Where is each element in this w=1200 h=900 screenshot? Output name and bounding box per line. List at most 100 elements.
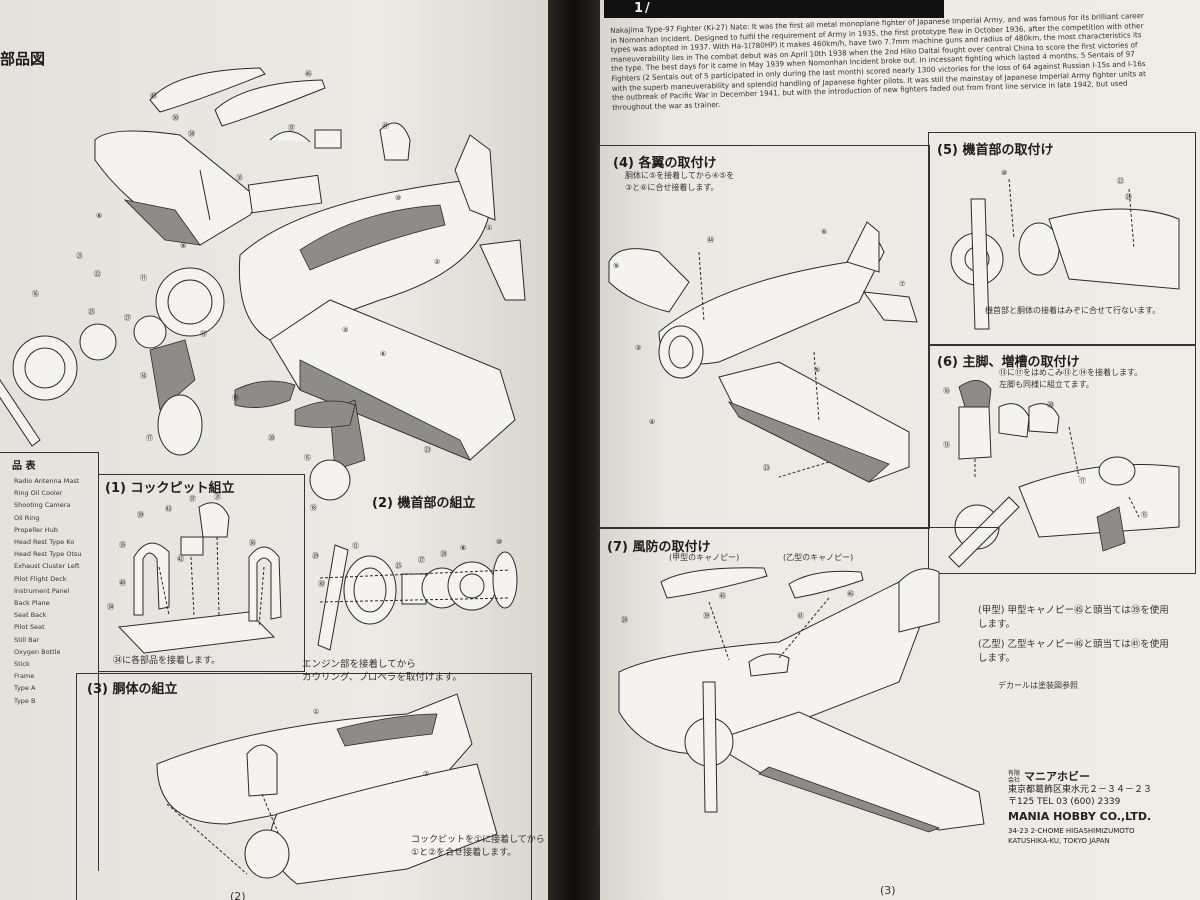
step-2-title: (2) 機首部の組立 bbox=[372, 496, 476, 511]
svg-text:㊻: ㊻ bbox=[847, 590, 854, 598]
wing-attachment-diagram: ㊹⑥ ⑦③ ⑤④ ㉓⑨ bbox=[608, 221, 918, 483]
svg-text:㊲: ㊲ bbox=[288, 124, 295, 132]
company-tel: 〒125 TEL 03 (600) 2339 bbox=[1008, 797, 1121, 807]
svg-text:⑨: ⑨ bbox=[613, 262, 619, 270]
svg-text:㊹: ㊹ bbox=[707, 236, 714, 244]
svg-text:⑩: ⑩ bbox=[496, 538, 502, 546]
canopy-type-a-label: (甲型のキャノピー) bbox=[669, 553, 740, 562]
instruction-type-a-text: 甲型キャノピー㊺と頭当ては㊴を使用 します。 bbox=[978, 605, 1169, 630]
svg-text:㉔: ㉔ bbox=[621, 616, 628, 624]
svg-text:②: ② bbox=[434, 258, 440, 266]
svg-text:㉔: ㉔ bbox=[1125, 193, 1132, 201]
cowling-ring bbox=[343, 555, 397, 625]
svg-text:⑫: ⑫ bbox=[352, 542, 359, 550]
svg-text:⑰: ⑰ bbox=[146, 434, 153, 442]
parts-list-row: Frame bbox=[14, 672, 35, 681]
step-3-title: (3) 胴体の組立 bbox=[87, 682, 178, 697]
tail bbox=[846, 221, 880, 273]
cowling-part bbox=[12, 335, 78, 401]
canopy-type-b-label: (乙型のキャノピー) bbox=[783, 553, 854, 562]
step-3-note: コックピットを①に接着してから ①と②を合せ接着します。 bbox=[411, 835, 545, 858]
company-name-en: MANIA HOBBY CO.,LTD. bbox=[1008, 810, 1152, 823]
decal-note: デカールは塗装図参照 bbox=[998, 681, 1078, 690]
aircraft-wing bbox=[707, 711, 985, 831]
parts-list-row: Propeller Hub bbox=[14, 525, 58, 534]
aircraft-propeller bbox=[702, 681, 718, 813]
parts-diagram-heading: 部品図 bbox=[0, 50, 46, 68]
svg-text:①: ① bbox=[313, 708, 319, 716]
step-7-instructions: (甲型) 甲型キャノピー㊺と頭当ては㊴を使用 します。 (乙型) 乙型キャノピー… bbox=[978, 604, 1196, 691]
svg-text:㊴: ㊴ bbox=[137, 511, 144, 519]
svg-text:⑩: ⑩ bbox=[395, 194, 401, 202]
fuselage-assembly-diagram: ①② bbox=[156, 693, 498, 885]
svg-text:①: ① bbox=[486, 224, 492, 232]
svg-text:㉛: ㉛ bbox=[214, 493, 221, 501]
engine-part bbox=[155, 267, 225, 337]
svg-text:㊳: ㊳ bbox=[188, 130, 195, 138]
svg-text:㊴: ㊴ bbox=[703, 612, 710, 620]
step-2-note: エンジン部を接着してから カウリング、プロペラを取付けます。 bbox=[302, 659, 462, 683]
svg-text:㉓: ㉓ bbox=[424, 446, 431, 454]
svg-text:⑰: ⑰ bbox=[1079, 477, 1086, 485]
parts-list-title: 品 表 bbox=[12, 461, 36, 472]
svg-text:㉘: ㉘ bbox=[440, 550, 447, 558]
svg-text:③: ③ bbox=[635, 344, 641, 352]
step-1-title: (1) コックピット組立 bbox=[105, 481, 235, 496]
svg-text:㊺: ㊺ bbox=[719, 592, 726, 600]
tail-fin bbox=[454, 134, 496, 221]
instruction-type-b-text: 乙型キャノピー㊻と頭当ては㊶を使用 します。 bbox=[978, 639, 1169, 664]
left-page-number: (2) bbox=[230, 890, 246, 900]
instruction-type-a: (甲型) 甲型キャノピー㊺と頭当ては㊴を使用 します。 bbox=[978, 604, 1196, 632]
svg-text:㊷: ㊷ bbox=[177, 555, 184, 563]
svg-text:⑥: ⑥ bbox=[821, 228, 827, 236]
instruction-type-a-tag: (甲型) bbox=[978, 605, 1005, 616]
svg-text:㉑: ㉑ bbox=[76, 252, 83, 260]
svg-text:㉓: ㉓ bbox=[763, 464, 770, 472]
parts-list-row: Ring Oil Cooler bbox=[14, 489, 63, 498]
svg-text:⑧: ⑧ bbox=[96, 212, 102, 220]
svg-text:⑧: ⑧ bbox=[460, 544, 466, 552]
parts-list-row: Stick bbox=[14, 660, 30, 669]
company-address-en-1: 34-23 2-CHOME HIGASHIMIZUMOTO bbox=[1008, 827, 1135, 835]
svg-text:㊱: ㊱ bbox=[249, 539, 256, 547]
company-info: 有限 会社 マニアホビー 東京都葛飾区東水元２－３４－２３ 〒125 TEL 0… bbox=[1008, 770, 1198, 846]
svg-text:⑥: ⑥ bbox=[380, 350, 386, 358]
step-1-note: ㉞に各部品を接着します。 bbox=[113, 656, 221, 666]
svg-text:⑱: ⑱ bbox=[310, 504, 317, 512]
left-page: 部品図 ㊺ ㊻ bbox=[0, 0, 548, 900]
svg-text:㊻: ㊻ bbox=[305, 70, 312, 78]
propeller bbox=[970, 198, 990, 330]
company-address-jp: 東京都葛飾区東水元２－３４－２３ bbox=[1008, 785, 1153, 795]
svg-text:㊵: ㊵ bbox=[119, 579, 126, 587]
instruction-type-b-tag: (乙型) bbox=[978, 639, 1005, 650]
company-name-jp: マニアホビー bbox=[1024, 770, 1091, 783]
step-6-title: (6) 主脚、増槽の取付け bbox=[937, 355, 1080, 370]
intro-text: Nakajima Type-97 Fighter (Ki-27) Nate: I… bbox=[610, 11, 1146, 112]
parts-list-row: Type A bbox=[14, 684, 36, 693]
parts-list-row: Shooting Camera bbox=[14, 501, 71, 510]
svg-text:㉙: ㉙ bbox=[312, 552, 319, 560]
step-6-gear-box: (6) 主脚、増槽の取付け ⑬に⑰をはめこみ⑬と⑭を接着します。 左脚も同様に組… bbox=[928, 344, 1196, 574]
svg-text:㊺: ㊺ bbox=[150, 92, 157, 100]
parts-list-row: Seat Back bbox=[14, 611, 47, 620]
parts-list-row: Exhaust Cluster Left bbox=[14, 562, 80, 571]
svg-text:⑯: ⑯ bbox=[32, 290, 39, 298]
svg-text:⑬: ⑬ bbox=[200, 330, 207, 338]
svg-text:㊲: ㊲ bbox=[189, 495, 196, 503]
parts-list-row: Pilot Flight Deck bbox=[14, 574, 67, 583]
svg-text:⑪: ⑪ bbox=[140, 274, 147, 282]
svg-text:㉗: ㉗ bbox=[418, 556, 425, 564]
svg-text:⑨: ⑨ bbox=[180, 242, 186, 250]
book-gutter bbox=[548, 0, 600, 900]
svg-text:⑳: ⑳ bbox=[268, 434, 275, 442]
canopy-type-a bbox=[660, 567, 768, 599]
svg-text:⑮: ⑮ bbox=[304, 454, 311, 462]
step-5-note: 機首部と胴体の接着はみぞに合せて行ないます。 bbox=[985, 306, 1161, 315]
canopy-part-45 bbox=[149, 67, 266, 113]
